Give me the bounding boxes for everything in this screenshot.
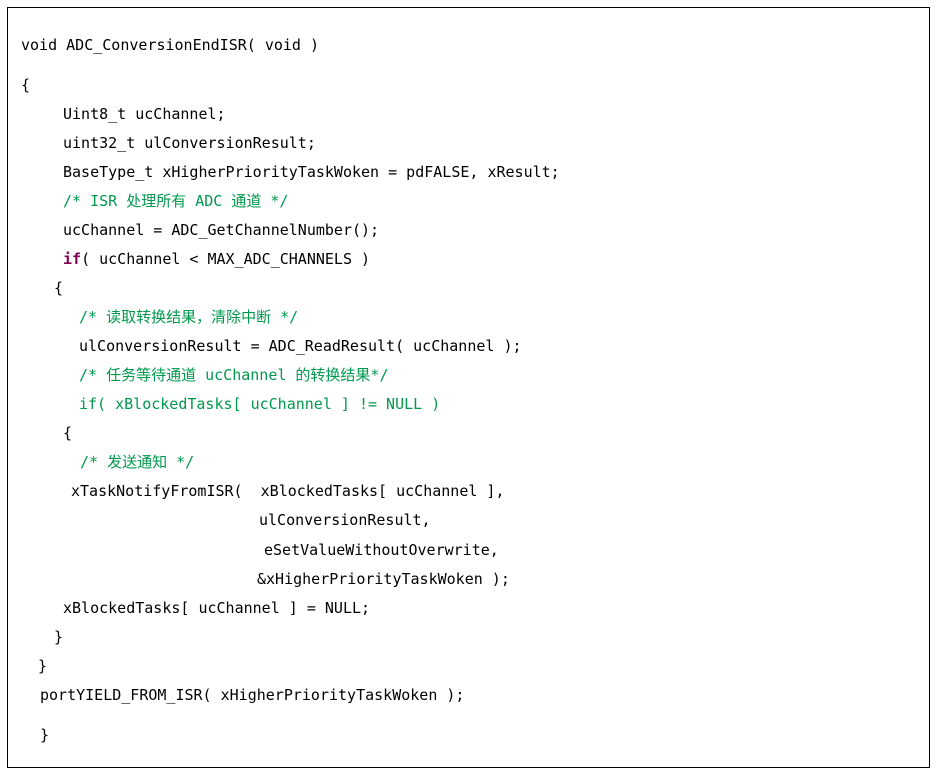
function-signature: void ADC_ConversionEndISR( void ): [21, 36, 320, 54]
code-line-notify-call: xTaskNotifyFromISR( xBlockedTasks[ ucCha…: [71, 482, 505, 500]
code-line-decl-result: uint32_t ulConversionResult;: [63, 134, 316, 152]
inner-open-brace: {: [63, 424, 73, 442]
code-listing-box: [7, 7, 930, 768]
close-brace-if: }: [38, 657, 48, 675]
comment-isr-handles-channels: /* ISR 处理所有 ADC 通道 */: [63, 192, 289, 210]
code-line-notify-arg-action: eSetValueWithoutOverwrite,: [264, 541, 499, 559]
close-brace-inner: }: [54, 628, 64, 646]
function-close-brace: }: [40, 726, 50, 744]
code-line-notify-arg-result: ulConversionResult,: [259, 511, 431, 529]
code-line-decl-channel: Uint8_t ucChannel;: [63, 105, 226, 123]
code-line-read-result: ulConversionResult = ADC_ReadResult( ucC…: [79, 337, 522, 355]
code-line-decl-woken: BaseType_t xHigherPriorityTaskWoken = pd…: [63, 163, 560, 181]
comment-send-notify: /* 发送通知 */: [80, 453, 195, 471]
code-line-notify-arg-woken: &xHigherPriorityTaskWoken );: [257, 570, 510, 588]
if-condition: ( ucChannel < MAX_ADC_CHANNELS ): [81, 250, 371, 268]
code-line-get-channel: ucChannel = ADC_GetChannelNumber();: [63, 221, 380, 239]
keyword-if: if: [63, 250, 82, 268]
comment-task-waiting: /* 任务等待通道 ucChannel 的转换结果*/: [79, 366, 389, 384]
if-open-brace: {: [54, 279, 64, 297]
code-line-clear-blocked: xBlockedTasks[ ucChannel ] = NULL;: [63, 599, 371, 617]
code-line-yield: portYIELD_FROM_ISR( xHigherPriorityTaskW…: [40, 686, 465, 704]
code-line-if-channel: if( ucChannel < MAX_ADC_CHANNELS ): [63, 249, 370, 269]
code-line-if-blocked: if( xBlockedTasks[ ucChannel ] != NULL ): [79, 395, 441, 413]
comment-read-result: /* 读取转换结果，清除中断 */: [79, 308, 299, 326]
function-open-brace: {: [21, 76, 31, 94]
